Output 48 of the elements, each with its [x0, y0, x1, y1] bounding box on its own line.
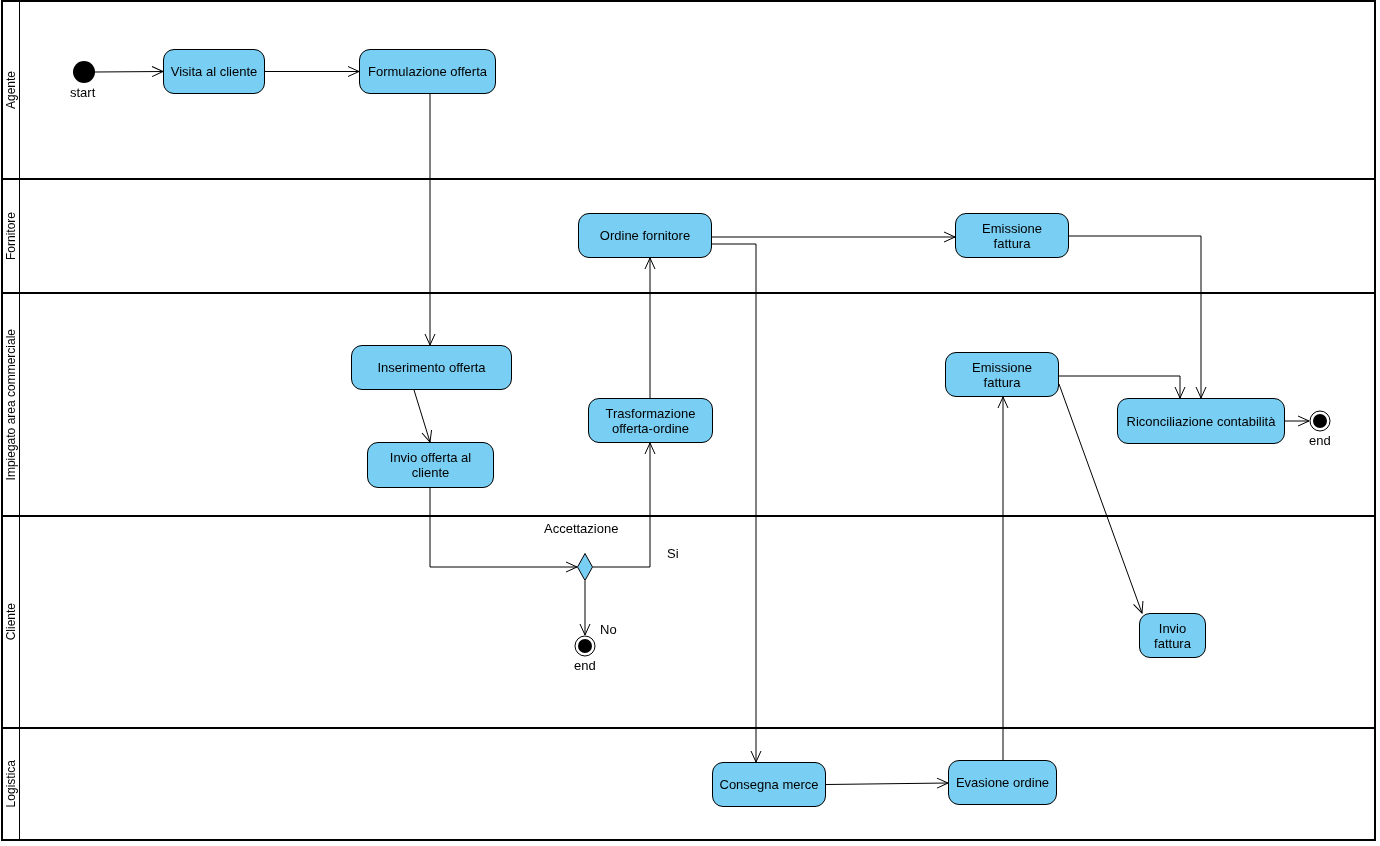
arrow [579, 580, 591, 636]
swimlane [1, 0, 1376, 180]
final-node [574, 635, 596, 657]
activity-box: Riconciliazione contabilità [1117, 398, 1285, 444]
activity-box: Emissione fattura [945, 352, 1059, 397]
initial-node [73, 61, 95, 83]
arrow [997, 396, 1009, 761]
final-node [1309, 410, 1331, 432]
activity-box: Inserimento offerta [351, 345, 512, 390]
swimlane [1, 178, 1376, 294]
swimlane [1, 727, 1376, 841]
arrow [413, 389, 433, 443]
lane-label: Cliente [4, 603, 18, 641]
arrow [429, 487, 578, 573]
activity-box: Trasformazione offerta-ordine [588, 398, 713, 443]
arrow [825, 777, 949, 789]
activity-box: Formulazione offerta [359, 49, 496, 94]
swimlane [1, 292, 1376, 517]
arrow [711, 231, 956, 243]
arrow [592, 442, 656, 568]
node-caption: end [574, 658, 596, 673]
lane-label: Agente [4, 70, 18, 109]
lane-label: Fornitore [4, 212, 18, 260]
activity-box: Emissione fattura [955, 213, 1069, 258]
activity-box: Consegna merce [712, 762, 826, 807]
node-caption: end [1309, 433, 1331, 448]
arrow [264, 66, 360, 77]
swimlane [1, 515, 1376, 729]
lane-label: Logistica [4, 760, 18, 808]
arrow [1058, 375, 1186, 399]
activity-box: Evasione ordine [948, 760, 1057, 805]
node-caption: start [70, 85, 96, 100]
activity-box: Invio fattura [1139, 613, 1206, 658]
lane-label: Impiegato area commerciale [4, 328, 18, 481]
edge-label: Si [666, 546, 680, 561]
arrow [1284, 415, 1310, 427]
activity-box: Invio offerta al cliente [367, 442, 494, 488]
arrow [711, 243, 762, 763]
arrow [644, 257, 656, 399]
activity-box: Ordine fornitore [578, 213, 712, 258]
edge-label: No [599, 622, 618, 637]
arrow [94, 66, 164, 78]
arrow [1058, 383, 1144, 614]
arrow [1068, 235, 1207, 399]
activity-box: Visita al cliente [163, 49, 265, 94]
decision-diamond [577, 553, 593, 581]
node-caption: Accettazione [544, 521, 619, 536]
arrow [424, 93, 436, 346]
